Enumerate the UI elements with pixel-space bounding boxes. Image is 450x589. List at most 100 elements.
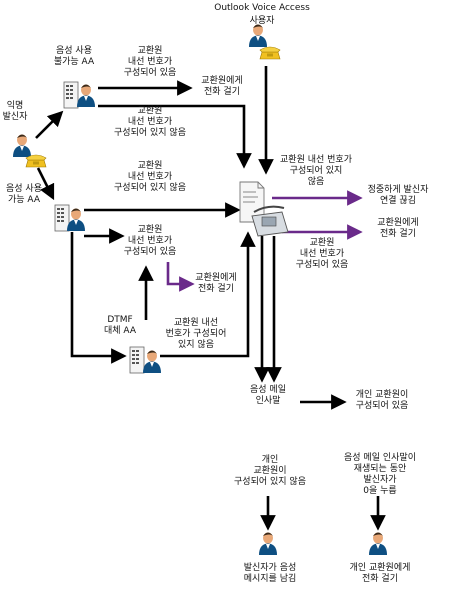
speech-enabled-aa-label-line: 음성 사용 — [6, 183, 42, 194]
edge-op-configured-right-line: 교환원 — [310, 236, 335, 248]
edge-op-not-configured-dtmf-line: 교환원 내선 — [174, 316, 218, 328]
voicemail-greeting-label-line: 음성 메일 — [250, 384, 286, 395]
caller-leaves-message-label-line: 발신자가 음성 — [244, 562, 297, 573]
diagram-title-line: Outlook Voice Access — [214, 3, 310, 13]
edge-op-configured-right-line: 구성되어 있음 — [296, 258, 349, 270]
speech-disabled-aa-label-line: 불가능 AA — [54, 56, 95, 67]
edge-op-configured-top-line: 구성되어 있음 — [124, 66, 177, 78]
edge-op-not-configured-top-line: 내선 번호가 — [128, 116, 172, 127]
speech-disabled-aa-person-icon — [77, 84, 95, 107]
call-personal-operator-label-line: 전화 걸기 — [362, 573, 398, 584]
arrow-dtmf-to-server — [160, 231, 256, 358]
call-personal-operator-label-line: 개인 교환원에게 — [350, 561, 411, 573]
user-label: 사용자 — [250, 15, 276, 26]
speech-disabled-aa-label-line: 음성 사용 — [56, 45, 92, 56]
edge-op-not-configured-right-line: 교환원 내선 번호가 — [280, 153, 352, 165]
edge-op-not-configured-mid-line: 내선 번호가 — [128, 171, 172, 182]
edge-hang-up-line: 연결 끊김 — [380, 194, 416, 206]
voicemail-greeting-label-line: 인사말 — [256, 394, 281, 406]
arrow-caller-to-enabled-aa — [36, 167, 55, 201]
edge-op-configured-top-line: 내선 번호가 — [128, 56, 172, 67]
arrow-call-operator-mid — [166, 262, 195, 292]
edge-call-operator-right-line: 전화 걸기 — [380, 228, 416, 239]
speech-enabled-aa-person-icon — [67, 208, 85, 231]
caller-leaves-message-person-icon — [259, 532, 277, 555]
edge-op-configured-mid-line: 교환원 — [138, 223, 163, 235]
edge-op-not-configured-mid-line: 구성되어 있지 않음 — [114, 181, 186, 193]
edge-op-not-configured-dtmf-line: 번호가 구성되어 — [166, 328, 227, 339]
edge-op-not-configured-top-line: 교환원 — [138, 104, 163, 116]
anonymous-caller-person-icon — [13, 134, 31, 157]
edge-call-operator-mid-line: 전화 걸기 — [198, 283, 234, 294]
edge-op-configured-top-line: 교환원 — [138, 44, 163, 56]
speech-enabled-aa-icon — [54, 204, 70, 232]
voicemail-server-icon — [239, 181, 289, 237]
edge-op-configured-mid-line: 구성되어 있음 — [124, 245, 177, 257]
anonymous-caller-label-line: 발신자 — [3, 111, 29, 122]
edge-call-operator-top-line: 교환원에게 — [201, 74, 242, 86]
edge-zero-pressed-line: 재생되는 동안 — [354, 463, 407, 474]
edge-op-not-configured-mid-line: 교환원 — [138, 159, 163, 171]
edge-zero-pressed-line: 발신자가 — [363, 474, 396, 485]
dtmf-aa-person-icon — [143, 350, 161, 373]
anonymous-caller-label-line: 익명 — [7, 99, 24, 111]
edge-op-configured-mid-line: 내선 번호가 — [128, 235, 172, 246]
user-label-line: 사용자 — [250, 15, 276, 26]
edge-call-operator-right-line: 교환원에게 — [377, 216, 418, 228]
edge-hang-up-line: 정중하게 발신자 — [368, 184, 430, 195]
edge-call-operator-top-line: 전화 걸기 — [204, 86, 240, 97]
anonymous-caller-phone-icon — [25, 154, 47, 168]
user-phone-icon — [259, 46, 281, 60]
edge-personal-op-not-configured-line: 개인 — [262, 454, 279, 465]
arrow-disabled-aa-to-server — [98, 104, 252, 169]
flow-arrows — [35, 66, 386, 531]
edge-personal-op-configured-line: 구성되어 있음 — [356, 399, 409, 411]
edge-op-configured-right-line: 내선 번호가 — [300, 248, 344, 259]
user-person-icon — [249, 24, 267, 47]
edge-personal-op-configured-line: 개인 교환원이 — [356, 388, 409, 400]
edge-op-not-configured-right-line: 않음 — [308, 176, 325, 187]
caller-leaves-message-label-line: 메시지를 남김 — [244, 572, 297, 584]
edge-op-not-configured-dtmf-line: 있지 않음 — [178, 338, 214, 350]
dtmf-aa-icon — [129, 346, 145, 374]
edge-zero-pressed-line: 음성 메일 인사말이 — [344, 451, 416, 463]
dtmf-aa-label-line: 대체 AA — [104, 325, 137, 336]
arrow-enabled-aa-to-dtmf — [70, 232, 127, 364]
edge-op-not-configured-right-line: 구성되어 있지 — [290, 164, 343, 176]
edge-zero-pressed-line: 0을 누름 — [363, 485, 396, 496]
edge-call-operator-mid-line: 교환원에게 — [195, 271, 236, 283]
arrow-caller-to-disabled-aa — [35, 110, 64, 139]
edge-op-not-configured-top-line: 구성되어 있지 않음 — [114, 126, 186, 138]
call-personal-operator-person-icon — [369, 532, 387, 555]
edge-personal-op-not-configured-line: 교환원이 — [253, 464, 286, 476]
edge-personal-op-not-configured-line: 구성되어 있지 않음 — [234, 475, 306, 487]
dtmf-aa-label-line: DTMF — [107, 315, 132, 325]
purple-arrows — [166, 190, 363, 292]
speech-disabled-aa-icon — [63, 81, 79, 109]
speech-enabled-aa-label-line: 가능 AA — [8, 194, 41, 205]
